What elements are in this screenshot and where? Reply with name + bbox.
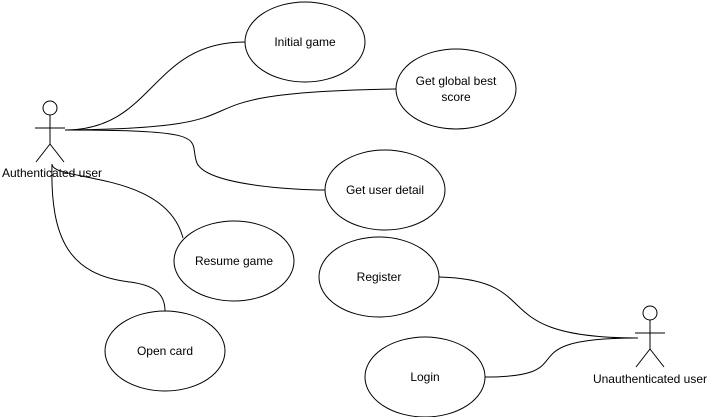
association-authenticated-initial-game xyxy=(64,41,246,131)
stick-figure-icon xyxy=(635,305,665,368)
association-authenticated-resume-game xyxy=(51,163,184,239)
use-case-global-best-score[interactable]: Get global best score xyxy=(395,48,517,130)
association-authenticated-open-card xyxy=(51,163,166,312)
association-authenticated-global-best-score xyxy=(64,88,397,131)
use-case-label: Open card xyxy=(137,344,193,358)
use-case-ellipse xyxy=(395,48,517,130)
use-case-label: Login xyxy=(410,370,439,384)
use-case-label: Initial game xyxy=(274,35,336,49)
association-layer xyxy=(51,41,639,378)
use-case-resume-game[interactable]: Resume game xyxy=(173,220,295,302)
use-case-label: Register xyxy=(357,270,402,284)
use-case-ellipse xyxy=(173,220,295,302)
use-case-open-card[interactable]: Open card xyxy=(104,310,226,392)
actor-label: Unauthenticated user xyxy=(593,372,707,386)
actor-label: Authenticated user xyxy=(2,166,102,180)
actor-authenticated[interactable]: Authenticated user xyxy=(2,100,102,180)
stick-figure-icon xyxy=(35,100,65,163)
use-case-ellipse xyxy=(104,310,226,392)
use-case-ellipse xyxy=(244,1,366,83)
association-authenticated-user-detail xyxy=(64,129,326,191)
use-case-ellipse xyxy=(364,336,486,417)
use-case-label: Resume game xyxy=(195,254,273,268)
use-case-ellipse xyxy=(324,149,446,231)
use-case-login[interactable]: Login xyxy=(364,336,486,417)
use-case-label: Get user detail xyxy=(346,183,424,197)
use-case-user-detail[interactable]: Get user detail xyxy=(324,149,446,231)
association-unauthenticated-register xyxy=(438,276,639,339)
actor-unauthenticated[interactable]: Unauthenticated user xyxy=(593,305,707,386)
use-case-label: Get global best xyxy=(416,74,497,88)
use-case-register[interactable]: Register xyxy=(318,236,440,318)
use-case-label: score xyxy=(441,90,471,104)
association-unauthenticated-login xyxy=(484,337,639,378)
use-case-initial-game[interactable]: Initial game xyxy=(244,1,366,83)
use-case-ellipse xyxy=(318,236,440,318)
